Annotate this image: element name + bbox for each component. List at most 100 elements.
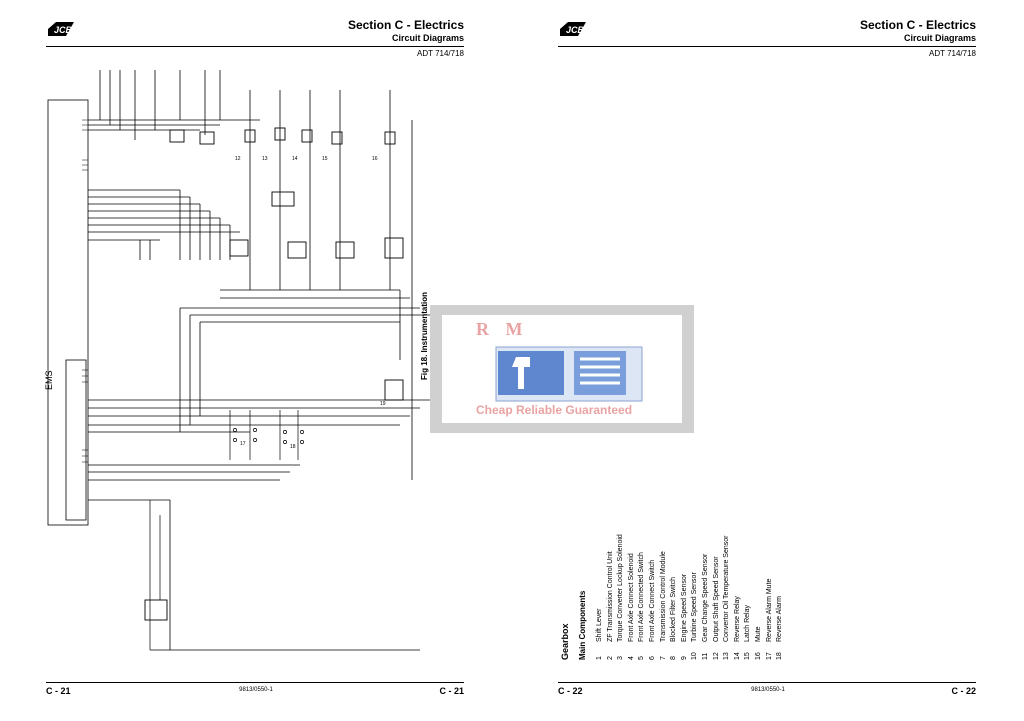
watermark-emblem-icon — [495, 346, 643, 402]
component-item: 15 Latch Relay — [743, 240, 754, 660]
section-title: Section C - Electrics — [347, 18, 464, 32]
component-item: 13 Convertor Oil Temperature Sensor — [722, 240, 733, 660]
section-title: Section C - Electrics — [859, 18, 976, 32]
component-number: 17 — [765, 652, 773, 660]
component-name: Torque Converter Lockup Solenoid — [617, 534, 625, 642]
component-item: 6 Front Axle Connect Switch — [648, 240, 659, 660]
component-item: 3 Torque Converter Lockup Solenoid — [616, 240, 627, 660]
right-page: JCB Section C - Electrics Circuit Diagra… — [512, 0, 1024, 721]
component-name: Turbine Speed Sensor — [691, 572, 699, 642]
component-item: 11 Gear Change Speed Sensor — [701, 240, 712, 660]
component-number: 1 — [596, 656, 603, 660]
pin-rows — [82, 119, 88, 463]
component-number: 9 — [680, 656, 688, 660]
component-item: 1 Shift Lever — [595, 240, 606, 660]
components-list: Gearbox Main Components 1 Shift Lever 2 ZF … — [560, 240, 783, 660]
component-name: ZF Transmission Control Unit — [606, 551, 614, 642]
section-subtitle: Circuit Diagrams — [903, 33, 976, 43]
figure-caption: Fig 18. Instrumentation — [420, 291, 429, 380]
component-number: 7 — [659, 656, 667, 660]
document-number: 9813/0550-1 — [239, 687, 273, 693]
component-name: Reverse Alarm — [776, 596, 784, 642]
component-number: 6 — [648, 656, 656, 660]
component-item: 18 Reverse Alarm — [775, 240, 786, 660]
svg-text:19: 19 — [380, 401, 386, 407]
svg-text:12: 12 — [235, 156, 241, 162]
circuit-diagram: EMS — [44, 70, 430, 651]
component-name: Front Axle Connect Solenoid — [627, 553, 635, 642]
component-number: 12 — [712, 652, 720, 660]
component-number: 3 — [617, 656, 625, 660]
component-name: Gear Change Speed Sensor — [701, 553, 709, 642]
section-subtitle: Circuit Diagrams — [391, 33, 464, 43]
jcb-logo-icon: JCB — [48, 22, 74, 36]
component-item: 5 Front Axle Connected Switch — [637, 240, 648, 660]
svg-text:13: 13 — [262, 156, 268, 162]
component-number: 8 — [670, 656, 678, 660]
svg-text:18: 18 — [290, 444, 296, 450]
component-item: 12 Output Shaft Speed Sensor — [712, 240, 723, 660]
component-number: 14 — [733, 652, 741, 660]
svg-text:15: 15 — [322, 156, 328, 162]
component-number: 5 — [638, 656, 646, 660]
header-rule — [46, 46, 464, 47]
component-number: 13 — [723, 652, 731, 660]
component-name: Reverse Alarm Mute — [765, 578, 773, 642]
page-number-right: C - 21 — [439, 686, 464, 696]
component-number: 4 — [627, 656, 635, 660]
component-name: Latch Relay — [744, 605, 752, 642]
component-number: 16 — [754, 652, 762, 660]
footer-rule — [46, 682, 464, 683]
left-page: JCB Section C - Electrics Circuit Diagra… — [44, 18, 464, 696]
component-name: Front Axle Connected Switch — [638, 552, 646, 642]
component-name: Transmission Control Module — [659, 551, 667, 642]
model-label: ADT 714/718 — [929, 49, 976, 58]
switch-contacts — [149, 410, 304, 650]
component-name: Engine Speed Sensor — [680, 573, 688, 642]
component-numbers: 12 13 14 15 16 17 18 19 — [235, 156, 386, 450]
components-heading: Gearbox — [560, 623, 570, 660]
svg-text:14: 14 — [292, 156, 298, 162]
ems-module — [65, 359, 87, 521]
component-item: 7 Transmission Control Module — [659, 240, 670, 660]
component-number: 2 — [606, 656, 614, 660]
instrument-panel-module — [47, 99, 89, 526]
component-item: 10 Turbine Speed Sensor — [690, 240, 701, 660]
components-rows: 1 Shift Lever 2 ZF Transmission Control Uni… — [595, 240, 786, 660]
page-number-left: C - 22 — [558, 686, 583, 696]
component-number: 11 — [701, 652, 709, 660]
components-subheading: Main Components — [578, 590, 587, 660]
watermark: R M Cheap Reliable Guaranteed — [430, 305, 694, 433]
ems-label: EMS — [44, 370, 54, 390]
watermark-panel: R M Cheap Reliable Guaranteed — [442, 315, 682, 423]
component-item: 16 Mute — [754, 240, 765, 660]
component-item: 14 Reverse Relay — [733, 240, 744, 660]
component-item: 2 ZF Transmission Control Unit — [606, 240, 617, 660]
footer-rule — [558, 682, 976, 683]
model-label: ADT 714/718 — [417, 49, 464, 58]
watermark-tagline: Cheap Reliable Guaranteed — [476, 403, 633, 417]
svg-text:JCB: JCB — [566, 25, 585, 35]
component-number: 10 — [691, 652, 699, 660]
component-name: Blocked Filter Switch — [670, 577, 678, 642]
page-number-left: C - 21 — [46, 686, 71, 696]
header-rule — [558, 46, 976, 47]
component-name: Reverse Relay — [733, 596, 741, 642]
component-number: 15 — [744, 652, 752, 660]
component-name: Front Axle Connect Switch — [648, 559, 656, 642]
page-number-right: C - 22 — [951, 686, 976, 696]
relay-boxes — [144, 127, 404, 621]
component-name: Mute — [754, 626, 762, 642]
feeder-wires — [88, 119, 430, 651]
component-name: Output Shaft Speed Sensor — [712, 556, 720, 642]
watermark-letters: R M — [476, 319, 529, 339]
document-number: 9813/0550-1 — [751, 687, 785, 693]
upper-wires — [99, 70, 430, 480]
component-item: 9 Engine Speed Sensor — [680, 240, 691, 660]
component-number: 18 — [776, 652, 784, 660]
component-name: Convertor Oil Temperature Sensor — [723, 535, 731, 642]
component-item: 4 Front Axle Connect Solenoid — [627, 240, 638, 660]
component-name: Shift Lever — [596, 608, 603, 642]
svg-text:JCB: JCB — [54, 25, 73, 35]
component-item: 17 Reverse Alarm Mute — [765, 240, 776, 660]
